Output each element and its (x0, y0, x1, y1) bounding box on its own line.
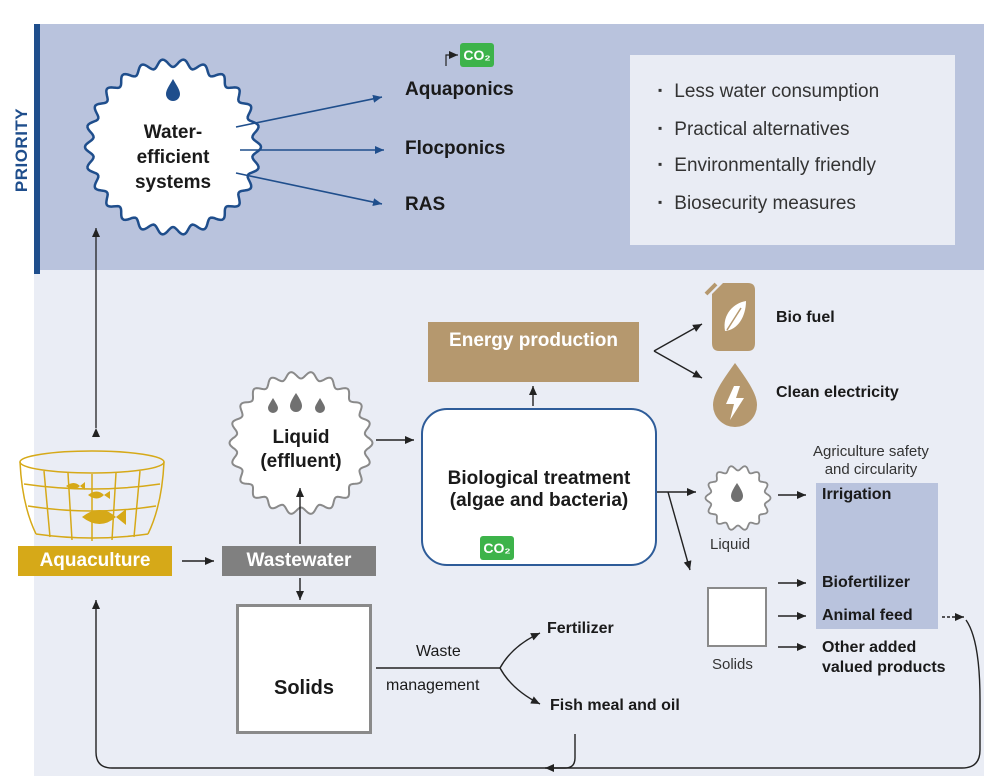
irrigation-label: Irrigation (822, 486, 892, 503)
arrow-bio-to-solids (667, 491, 692, 571)
biological-treatment-label: Biological treatment (algae and bacteria… (447, 468, 631, 511)
solids-box: Solids (236, 604, 372, 734)
wastewater-label: Wastewater (222, 546, 376, 576)
solids-label: Solids (273, 677, 334, 699)
arrow-fishmeal-return (545, 734, 576, 772)
agriculture-column (816, 483, 938, 629)
water-drop-icon (166, 79, 180, 101)
arrow-energy-electricity (653, 350, 703, 379)
waste-label: Waste (416, 643, 461, 660)
clean-electricity-label: Clean electricity (776, 384, 899, 401)
agri-liquid-label: Liquid (710, 536, 751, 553)
fish-meal-label: Fish meal and oil (550, 697, 680, 714)
biological-treatment-box: Biological treatment (algae and bacteria… (421, 408, 657, 566)
animal-feed-label: Animal feed (822, 607, 913, 624)
benefits-box: Less water consumption Practical alterna… (630, 55, 955, 245)
system-ras: RAS (405, 194, 446, 215)
arrow-to-fishmeal (499, 667, 541, 705)
co2-badge-bio: CO₂ (480, 536, 514, 560)
fish-icon (66, 482, 126, 525)
benefit-item: Environmentally friendly (658, 155, 876, 177)
arrow-return-to-aquaculture (92, 600, 981, 769)
water-efficient-badge (83, 58, 263, 236)
liquid-effluent-badge (228, 371, 374, 515)
energy-production-box: Energy production (428, 322, 639, 382)
aquaculture-label: Aquaculture (18, 546, 172, 576)
arrow-energy-biofuel (653, 323, 703, 352)
biofertilizer-label: Biofertilizer (822, 574, 911, 591)
other-products-label: Other added valued products (822, 639, 946, 676)
arrow-ras (235, 172, 383, 207)
arrow-aquaponics (235, 94, 383, 128)
small-solids-box (707, 587, 767, 647)
small-drop-icon (731, 483, 743, 502)
benefit-item: Less water consumption (658, 81, 879, 103)
water-efficient-label: Water- efficient systems (134, 122, 212, 193)
co2-badge-priority: CO₂ (460, 43, 494, 67)
lightning-drop-icon (713, 363, 757, 427)
arrow-to-fertilizer (499, 632, 541, 669)
priority-accent-bar (34, 24, 40, 274)
agri-solids-label: Solids (712, 656, 753, 673)
benefit-item: Practical alternatives (658, 119, 849, 141)
fuel-can-icon (704, 282, 755, 351)
fertilizer-label: Fertilizer (547, 620, 614, 637)
liquid-effluent-label: Liquid (effluent) (260, 427, 342, 472)
fish-net-icon (19, 450, 165, 541)
system-flocponics: Flocponics (405, 138, 506, 159)
system-aquaponics: Aquaponics (405, 79, 514, 100)
bio-fuel-label: Bio fuel (776, 309, 835, 326)
benefit-item: Biosecurity measures (658, 193, 856, 215)
droplets-icon (268, 393, 325, 413)
agri-header: Agriculture safety and circularity (813, 443, 929, 478)
management-label: management (386, 677, 480, 694)
co2-cycle-arrow (445, 51, 458, 66)
